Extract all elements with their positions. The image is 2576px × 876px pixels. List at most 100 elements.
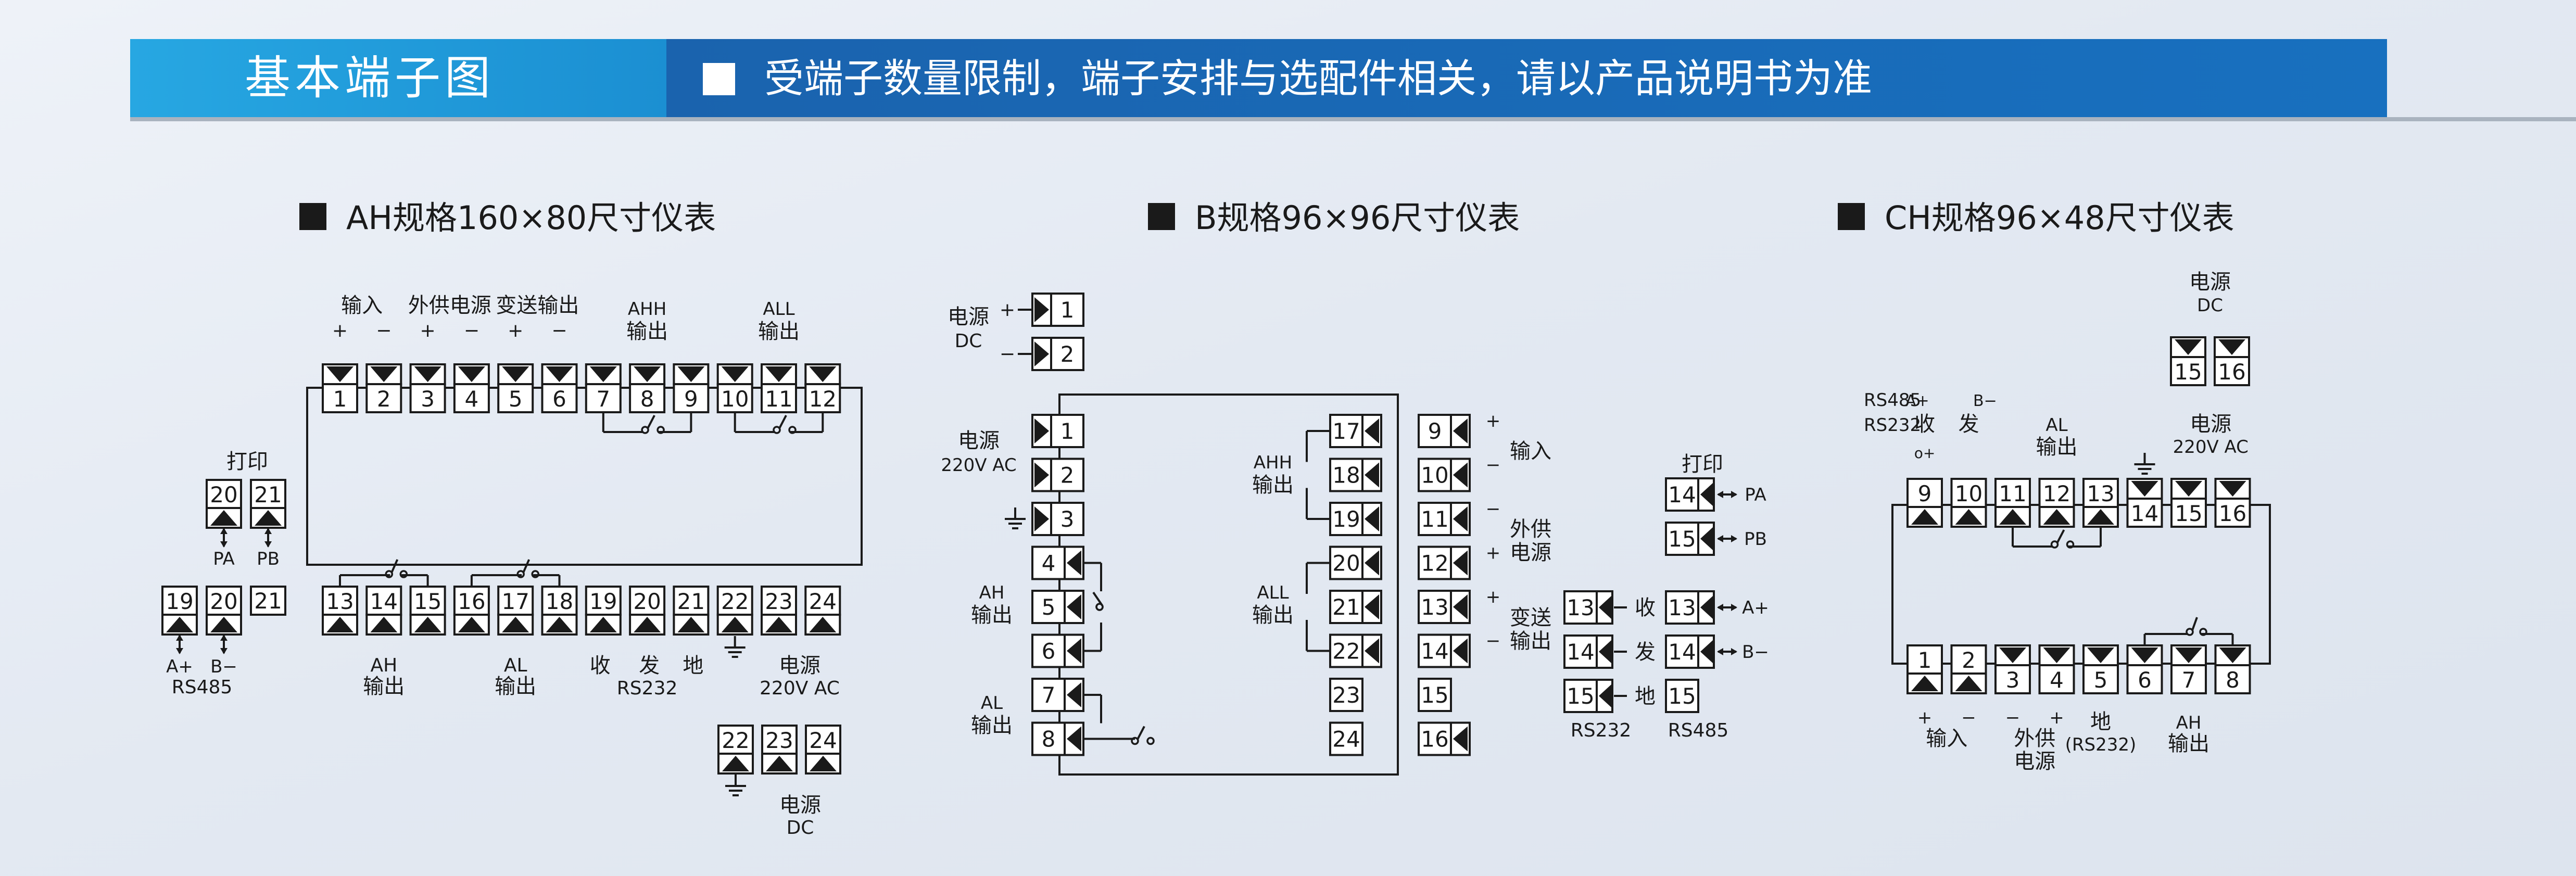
label-all-out: 输出 [1252, 603, 1294, 627]
terminal-box [250, 586, 286, 616]
triangle-up-icon [634, 617, 661, 632]
relay-contact-icon [773, 415, 797, 434]
terminal-box [1665, 477, 1699, 512]
terminal-number: 21 [254, 482, 282, 507]
sign: − [1486, 499, 1501, 519]
terminal-number: 5 [509, 386, 523, 412]
label-transmit: 变送 [1510, 606, 1551, 630]
label-ah-out: 输出 [2168, 732, 2209, 756]
triangle-up-icon [458, 617, 485, 632]
triangle-right-icon [1034, 506, 1049, 531]
terminal-box [1665, 679, 1699, 713]
ground-icon [725, 775, 746, 796]
triangle-up-icon [721, 617, 749, 632]
label-print: 打印 [1682, 452, 1723, 476]
sign: + [1917, 707, 1933, 728]
triangle-left-icon [1365, 638, 1379, 664]
label-all: ALL [763, 299, 794, 320]
triangle-down-icon [2131, 648, 2158, 663]
terminal-10: 10 [1418, 458, 1471, 492]
terminal-number: 20 [1332, 551, 1360, 576]
diagram-b: B规格96×96尺寸仪表1+2−电源DC12345678171819202122… [941, 199, 1769, 776]
terminal-number: 19 [589, 589, 617, 614]
terminal-12: 12 [1418, 545, 1471, 580]
triangle-right-icon [1034, 462, 1049, 488]
terminal-box [585, 586, 622, 616]
terminal-box [1563, 679, 1598, 713]
relay-contact-icon [2186, 617, 2207, 636]
triangle-left-icon [1599, 596, 1611, 619]
terminal-number: 8 [640, 386, 654, 412]
terminal-box [1418, 545, 1452, 580]
terminal-number: 10 [1955, 481, 1982, 506]
terminal-box [1031, 633, 1066, 668]
label-ah: AH [2176, 713, 2202, 733]
arrow-head-icon [1731, 648, 1737, 655]
terminal-box [453, 586, 490, 616]
label-rs485: RS485 [1668, 720, 1729, 741]
terminal-box [1031, 721, 1066, 756]
terminal-16: 16 [1418, 721, 1471, 756]
terminal-box [497, 586, 534, 616]
triangle-down-icon [1999, 648, 2026, 663]
triangle-down-icon [2175, 481, 2202, 497]
rs232-pin: 收 [1635, 596, 1656, 620]
terminal-23: 23 [761, 725, 798, 775]
label-input: 输入 [1926, 727, 1967, 751]
terminal-number: 18 [546, 589, 573, 614]
relay-contact-icon [1131, 726, 1155, 745]
terminal-box [717, 725, 754, 755]
terminal-5: 5 [497, 363, 534, 413]
terminal-box [206, 586, 242, 616]
arrow-head-icon [1731, 535, 1737, 542]
terminal-number: 15 [414, 589, 441, 614]
label-rs232: RS232 [1864, 415, 1921, 436]
terminal-19: 19 [1329, 502, 1382, 536]
terminal-number: 23 [1332, 682, 1360, 708]
terminal-19: 19 [161, 586, 198, 636]
terminal-8: 8 [629, 363, 666, 413]
triangle-down-icon [370, 366, 398, 382]
terminal-number: 18 [1332, 463, 1360, 488]
terminal-number: 12 [2043, 481, 2070, 506]
terminal-box [1329, 590, 1363, 624]
triangle-down-icon [2219, 481, 2246, 497]
terminal-box [1329, 721, 1363, 756]
triangle-up-icon [210, 510, 237, 526]
terminal-15: 15 [2170, 478, 2207, 528]
terminal-13: 13 [322, 586, 358, 636]
label-al: AL [981, 693, 1003, 714]
terminal-23: 23 [1329, 678, 1363, 712]
terminal-box [1418, 678, 1452, 712]
terminal-14: 14 [1665, 634, 1699, 669]
label-power: 电源 [779, 654, 820, 678]
triangle-down-icon [2175, 648, 2202, 663]
terminal-1: 1 [1031, 414, 1084, 448]
triangle-up-icon [722, 756, 749, 771]
terminal-14: 14 [2126, 478, 2163, 528]
terminal-15: 15 [1418, 678, 1452, 712]
terminal-number: 14 [2131, 501, 2158, 526]
terminal-19: 19 [585, 586, 622, 636]
label-ext-power: 外供电源 [408, 294, 491, 318]
terminal-number: 22 [721, 589, 749, 614]
terminal-number: 6 [2138, 667, 2152, 693]
square-bullet-icon [1148, 203, 1175, 230]
terminal-15: 15 [1665, 522, 1699, 556]
terminal-number: 5 [1042, 594, 1056, 620]
terminal-number: 24 [809, 589, 837, 614]
terminal-box [1418, 414, 1452, 448]
diagram-title: AH规格160×80尺寸仪表 [346, 199, 716, 237]
triangle-left-icon [1365, 594, 1379, 619]
label-power-ac: 220V AC [941, 455, 1016, 476]
label-ahh: AHH [628, 299, 666, 320]
terminal-box [2082, 664, 2119, 694]
triangle-up-icon [326, 617, 353, 632]
terminal-number: 13 [1567, 595, 1594, 620]
triangle-down-icon [589, 366, 617, 382]
triangle-down-icon [2043, 648, 2070, 663]
terminal-13: 13 [1418, 590, 1471, 624]
wire [1137, 726, 1145, 740]
terminal-box [1563, 634, 1598, 669]
